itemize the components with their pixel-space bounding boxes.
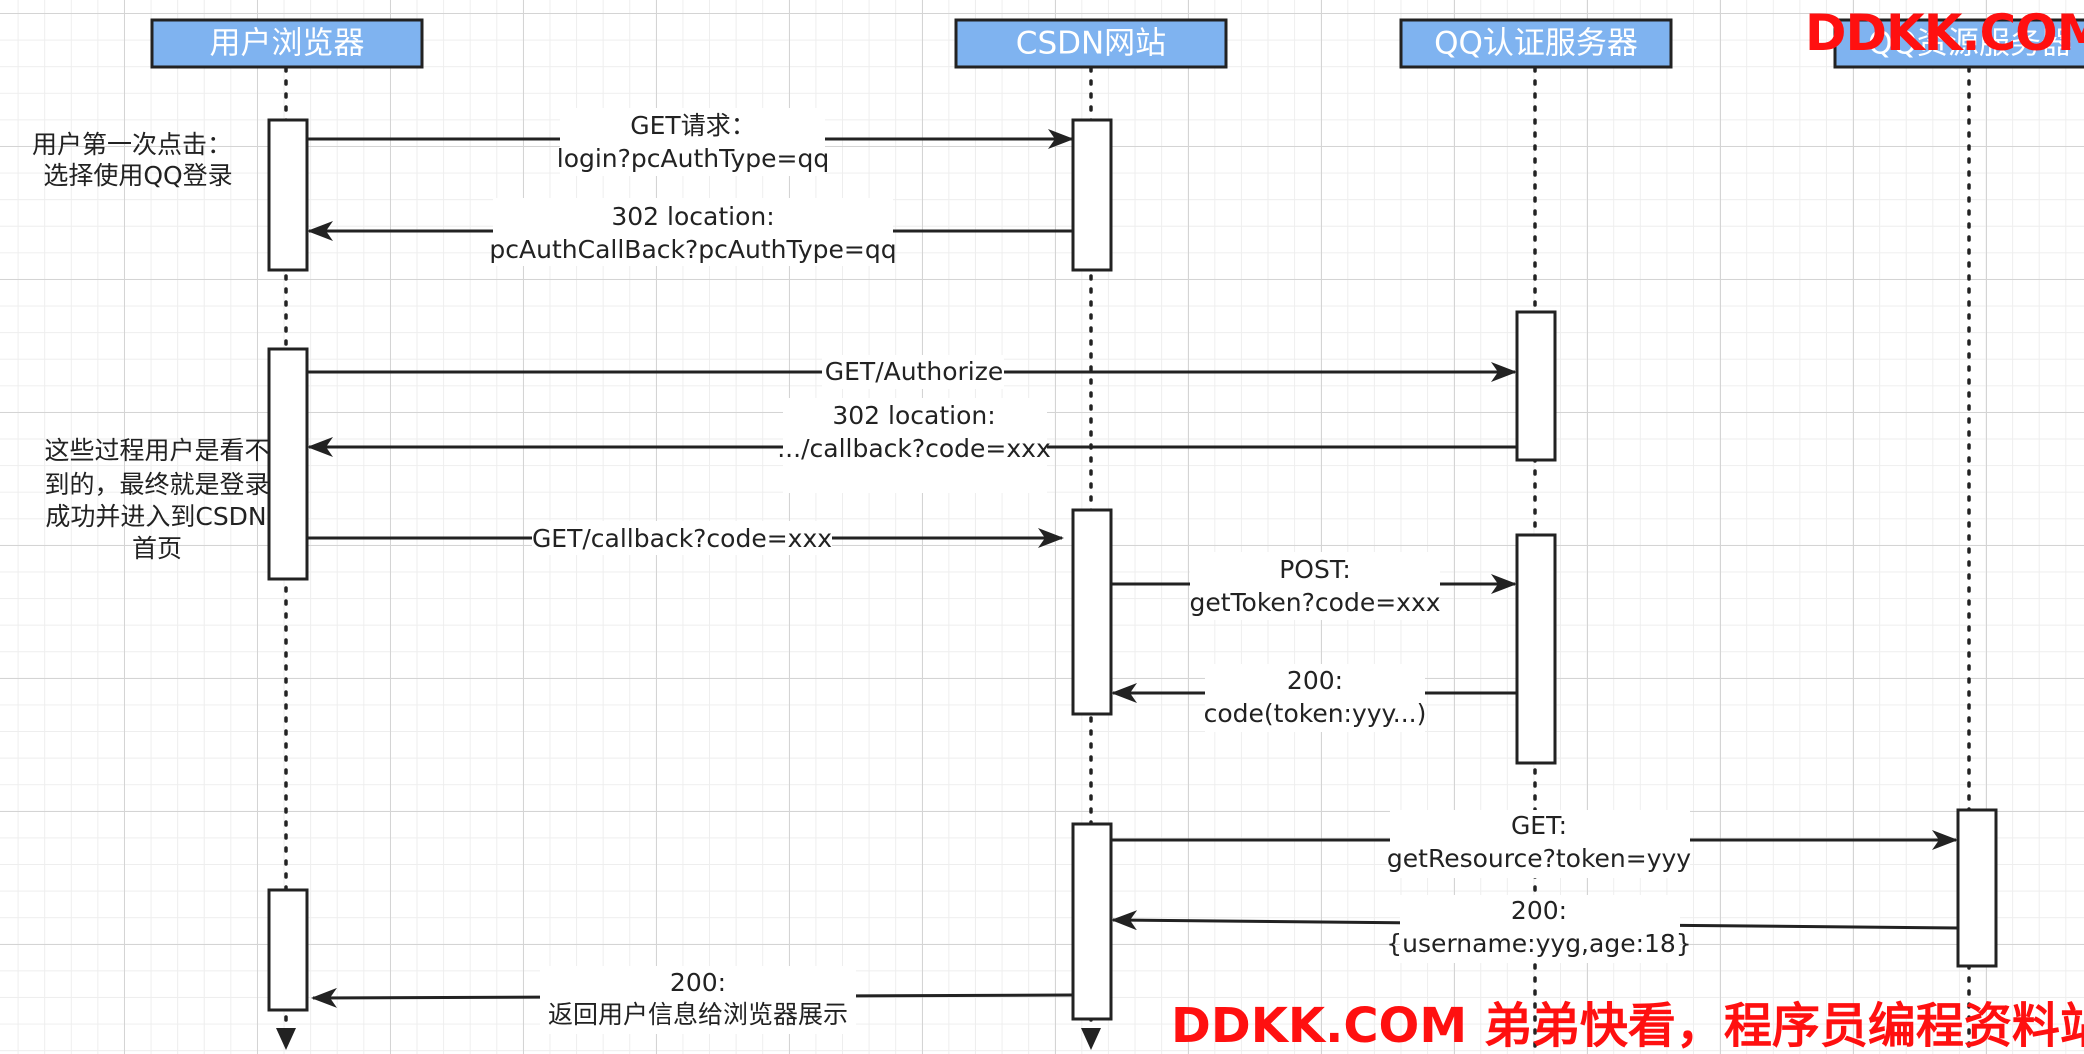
actor-csdn[interactable]: CSDN网站 (954, 18, 1228, 69)
message-resource-response-line1: 200: (1511, 896, 1567, 925)
note-hidden-process-line4: 首页 (132, 534, 182, 563)
message-redirect-code[interactable]: 302 location: .../callback?code=xxx (307, 398, 1517, 493)
message-final-response[interactable]: 200: 返回用户信息给浏览器展示 (311, 966, 1074, 1034)
actor-resource-label: QQ资源服务器 (1868, 26, 2072, 62)
note-hidden-process-line3: 成功并进入到CSDN (45, 502, 266, 531)
message-redirect-callback-line1: 302 location: (611, 202, 774, 231)
message-redirect-code-line2: .../callback?code=xxx (777, 434, 1051, 463)
message-get-resource-line1: GET: (1511, 811, 1567, 840)
activations (267, 118, 1998, 1021)
message-get-token-line2: getToken?code=xxx (1189, 588, 1440, 617)
actor-auth-label: QQ认证服务器 (1434, 26, 1638, 62)
message-redirect-callback-line2: pcAuthCallBack?pcAuthType=qq (489, 235, 896, 264)
note-first-click-line1: 用户第一次点击： (32, 130, 232, 159)
note-hidden-process-line2: 到的，最终就是登录 (44, 470, 269, 499)
message-callback-line1: GET/callback?code=xxx (532, 524, 832, 553)
actor-browser[interactable]: 用户浏览器 (150, 18, 424, 69)
actor-auth[interactable]: QQ认证服务器 (1399, 18, 1673, 69)
note-first-click: 用户第一次点击： 选择使用QQ登录 (32, 130, 233, 190)
note-first-click-line2: 选择使用QQ登录 (43, 161, 232, 190)
message-redirect-callback[interactable]: 302 location: pcAuthCallBack?pcAuthType=… (307, 198, 1073, 266)
message-resource-response[interactable]: 200: {username:yyg,age:18} (1111, 895, 1959, 963)
actor-csdn-label: CSDN网站 (1016, 26, 1166, 62)
actor-resource[interactable]: QQ资源服务器 (1833, 18, 2084, 69)
activation-auth-1 (1515, 310, 1557, 462)
message-login-request-line1: GET请求： (630, 111, 755, 140)
message-login-request[interactable]: GET请求： login?pcAuthType=qq (307, 108, 1074, 176)
message-resource-response-line2: {username:yyg,age:18} (1386, 929, 1691, 958)
message-final-response-line2: 返回用户信息给浏览器展示 (548, 1000, 848, 1029)
messages: GET请求： login?pcAuthType=qq 302 location:… (307, 108, 1959, 1034)
message-redirect-code-line1: 302 location: (832, 401, 995, 430)
message-get-resource-line2: getResource?token=yyy (1387, 844, 1691, 873)
message-get-token-line1: POST: (1279, 555, 1351, 584)
note-hidden-process-line1: 这些过程用户是看不 (44, 436, 269, 465)
message-login-request-line2: login?pcAuthType=qq (557, 144, 830, 173)
message-get-resource[interactable]: GET: getResource?token=yyy (1111, 810, 1958, 878)
watermark-top: DDKK.COM (1805, 4, 2084, 62)
message-token-response[interactable]: 200: code(token:yyy...) (1111, 664, 1517, 732)
message-token-response-line1: 200: (1287, 666, 1343, 695)
message-callback[interactable]: GET/callback?code=xxx (307, 521, 1064, 555)
message-authorize[interactable]: GET/Authorize (307, 355, 1517, 389)
activation-csdn-2 (1071, 508, 1113, 716)
activation-csdn-3 (1071, 822, 1113, 1021)
message-get-token[interactable]: POST: getToken?code=xxx (1111, 552, 1517, 620)
message-final-response-line1: 200: (670, 968, 726, 997)
lifeline-browser-end-arrow (276, 1028, 296, 1050)
activation-browser-1 (267, 118, 309, 272)
note-hidden-process: 这些过程用户是看不 到的，最终就是登录 成功并进入到CSDN 首页 (44, 436, 269, 563)
activation-browser-3 (267, 888, 309, 1012)
activation-auth-2 (1515, 533, 1557, 765)
message-token-response-line2: code(token:yyy...) (1204, 699, 1427, 728)
activation-browser-2 (267, 347, 309, 581)
actor-browser-label: 用户浏览器 (210, 26, 365, 62)
activation-csdn-1 (1071, 118, 1113, 272)
activation-resource-1 (1956, 808, 1998, 968)
watermark-bottom: DDKK.COM 弟弟快看，程序员编程资料站 (1171, 998, 2084, 1054)
lifeline-csdn-end-arrow (1081, 1028, 1101, 1050)
message-authorize-line1: GET/Authorize (825, 357, 1003, 386)
